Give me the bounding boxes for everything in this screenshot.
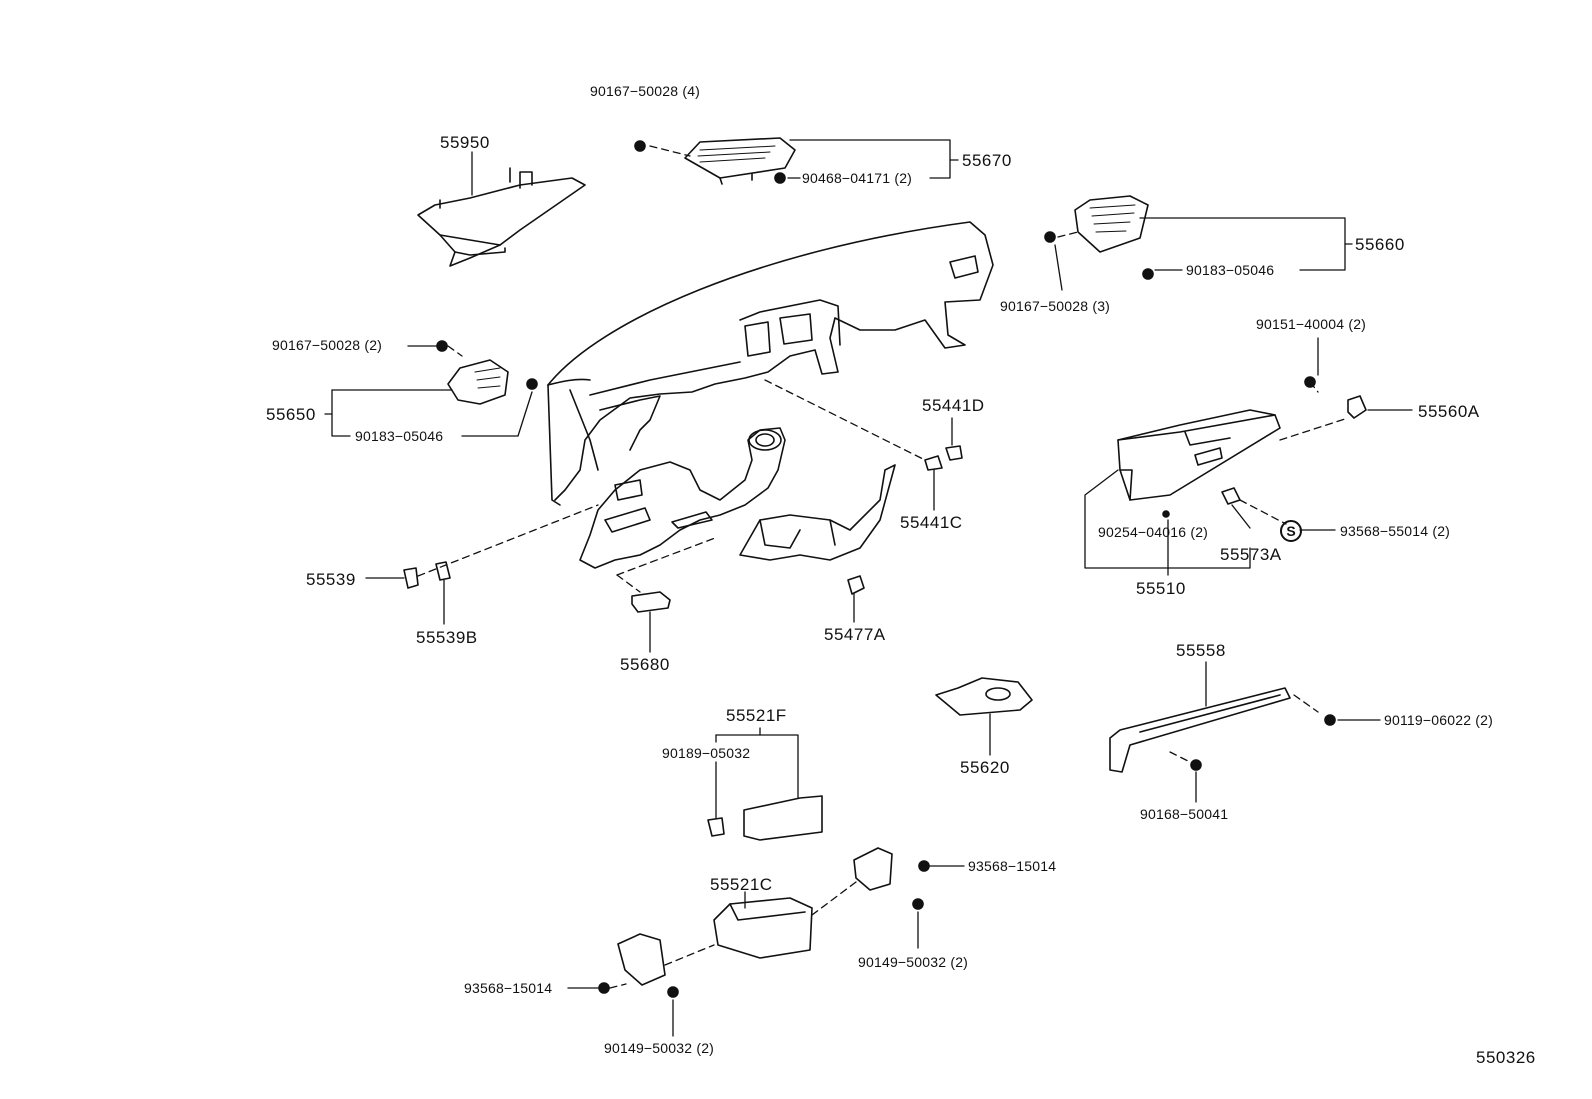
label-90149-50032-right: 90149−50032 (2) <box>858 954 969 970</box>
label-93568-15014-left: 93568−15014 <box>464 980 553 996</box>
stopper-55560A-icon <box>1347 395 1367 419</box>
label-55539: 55539 <box>306 570 356 589</box>
clip-55539-icon <box>403 567 419 589</box>
left-vent-icon <box>447 359 509 405</box>
label-55620: 55620 <box>960 758 1010 777</box>
label-90168-50041: 90168−50041 <box>1140 806 1229 822</box>
center-vent-icon <box>684 137 796 185</box>
label-55441C: 55441C <box>900 513 963 532</box>
label-90151-40004: 90151−40004 (2) <box>1256 316 1367 332</box>
side-bracket-right-icon <box>853 847 893 891</box>
bracket-55558-icon <box>1109 687 1291 773</box>
label-55477A: 55477A <box>824 625 886 644</box>
damper-55573A-icon <box>1221 487 1241 505</box>
label-90468-04171: 90468−04171 (2) <box>802 170 913 186</box>
label-55573A: 55573A <box>1220 545 1282 564</box>
clip-55441C-icon <box>924 455 943 471</box>
dashed-assembly-lines <box>417 145 1349 989</box>
pocket-55521F-icon <box>707 795 823 841</box>
label-90167-50028-2: 90167−50028 (2) <box>272 337 383 353</box>
label-90167-50028-4: 90167−50028 (4) <box>590 83 701 99</box>
leader-lines <box>324 139 1413 1037</box>
label-55650: 55650 <box>266 405 316 424</box>
tray-55620-icon <box>935 677 1033 716</box>
box-55680-icon <box>631 591 671 613</box>
box-55521C-icon <box>713 897 813 959</box>
label-90183-05046-right: 90183−05046 <box>1186 262 1275 278</box>
glove-compartment-icon <box>1117 409 1281 501</box>
label-90254-04016: 90254−04016 (2) <box>1098 524 1209 540</box>
label-55560A: 55560A <box>1418 402 1480 421</box>
label-55950: 55950 <box>440 133 490 152</box>
label-90149-50032-left: 90149−50032 (2) <box>604 1040 715 1056</box>
clip-55441D-icon <box>945 445 963 461</box>
label-55521F: 55521F <box>726 706 787 725</box>
s-badge-icon: S <box>1280 520 1302 542</box>
label-55441D: 55441D <box>922 396 985 415</box>
clip-55539B-icon <box>435 561 451 581</box>
right-vent-icon <box>1074 195 1149 253</box>
label-55660: 55660 <box>1355 235 1405 254</box>
label-55510: 55510 <box>1136 579 1186 598</box>
label-90167-50028-3: 90167−50028 (3) <box>1000 298 1111 314</box>
diagram-code: 550326 <box>1476 1048 1536 1067</box>
label-93568-15014-right: 93568−15014 <box>968 858 1057 874</box>
label-55539B: 55539B <box>416 628 478 647</box>
instrument-panel-icon <box>547 221 994 569</box>
label-55670: 55670 <box>962 151 1012 170</box>
center-bracket-icon <box>739 464 896 561</box>
label-90119-06022: 90119−06022 (2) <box>1384 712 1493 728</box>
label-90189-05032: 90189−05032 <box>662 745 751 761</box>
label-55558: 55558 <box>1176 641 1226 660</box>
defroster-nozzle-icon <box>417 167 586 267</box>
label-90183-05046-left: 90183−05046 <box>355 428 444 444</box>
label-55680: 55680 <box>620 655 670 674</box>
side-bracket-left-icon <box>617 933 666 986</box>
label-93568-55014: 93568−55014 (2) <box>1340 523 1451 539</box>
label-55521C: 55521C <box>710 875 773 894</box>
cover-55477A-icon <box>847 575 865 595</box>
